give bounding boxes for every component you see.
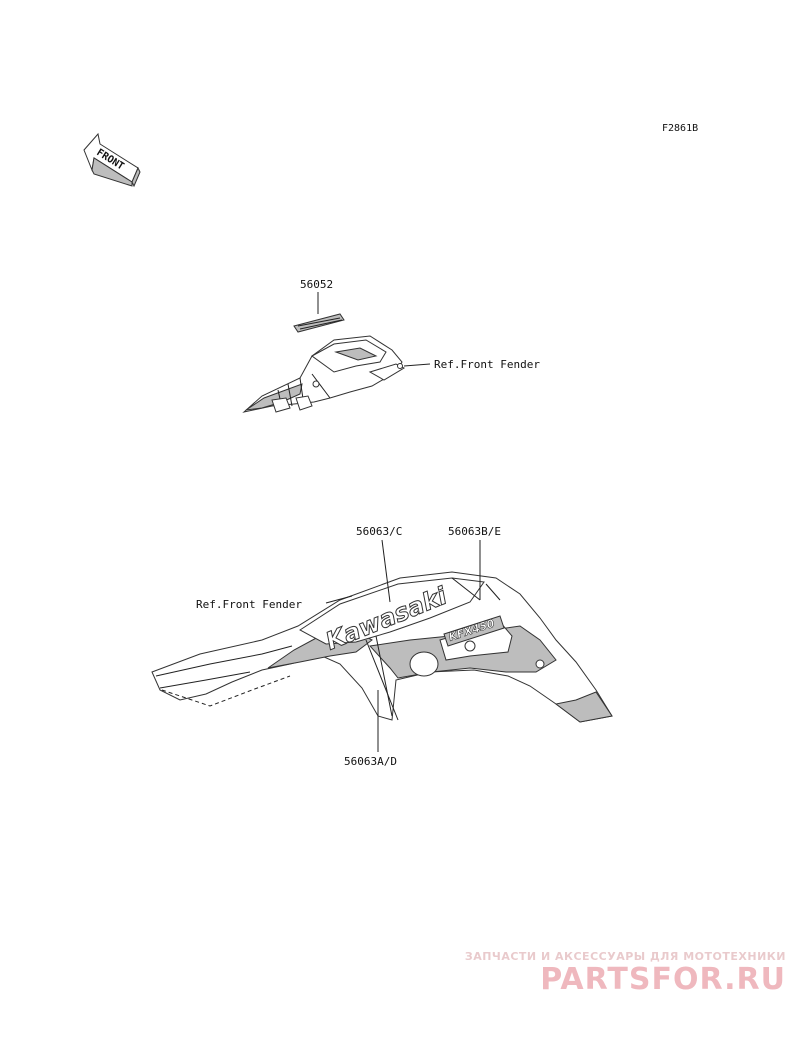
ref-front-fender-upper: Ref.Front Fender	[434, 358, 540, 371]
leader-line-ref-upper	[403, 363, 431, 367]
part-number-56063a-d: 56063A/D	[344, 755, 397, 768]
decal-56052	[293, 313, 345, 333]
watermark-tagline: ЗАПЧАСТИ И АКСЕССУАРЫ ДЛЯ МОТОТЕХНИКИ	[464, 950, 786, 963]
upper-fender-part	[242, 335, 406, 413]
leader-line-56063-c	[381, 539, 391, 603]
diagram-code: F2861B	[662, 123, 698, 134]
part-number-56052: 56052	[300, 278, 333, 291]
leader-line-ref-lower	[325, 595, 353, 604]
lower-fender-part	[151, 571, 613, 723]
part-number-56063-c: 56063/C	[356, 525, 402, 538]
ref-front-fender-lower: Ref.Front Fender	[196, 598, 302, 611]
lower-assembly: Kawasaki KFX450 56063/C 56063B/E Ref.Fro…	[151, 525, 613, 768]
watermark-logo: PARTSFOR.RU	[540, 962, 786, 997]
front-arrow-icon: FRONT	[83, 132, 141, 188]
watermark: ЗАПЧАСТИ И АКСЕССУАРЫ ДЛЯ МОТОТЕХНИКИ PA…	[465, 950, 786, 997]
upper-assembly: 56052 Ref.Front Fender	[242, 278, 540, 413]
part-number-56063b-e: 56063B/E	[448, 525, 501, 538]
decal-model-badge: KFX450	[443, 615, 505, 647]
